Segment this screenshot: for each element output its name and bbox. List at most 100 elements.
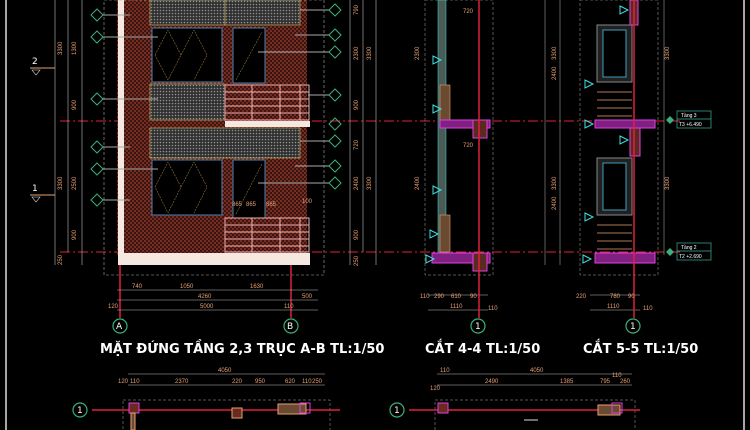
dim-label: 260 bbox=[620, 379, 631, 385]
diamond-marker-icon bbox=[258, 176, 342, 190]
dim-label: Tầng 2 bbox=[681, 245, 697, 251]
dim-label: 3300 bbox=[552, 176, 558, 190]
axis-bubble-b: B bbox=[283, 318, 299, 334]
dim-label: 2500 bbox=[72, 176, 78, 190]
diamond-marker-icon bbox=[90, 92, 158, 106]
dim-label: 1050 bbox=[180, 284, 194, 290]
section-mark-icon bbox=[432, 104, 443, 114]
dim-label: 2 bbox=[32, 57, 38, 67]
dim-label: 290 bbox=[434, 294, 445, 300]
dim-label: 3300 bbox=[367, 176, 373, 190]
dim-label: 220 bbox=[232, 379, 243, 385]
dim-label: 1 bbox=[394, 406, 400, 416]
dim-label: 1 bbox=[475, 322, 481, 332]
dim-label: 90 bbox=[470, 294, 477, 300]
section-mark-icon bbox=[432, 185, 443, 195]
dim-label: 1 bbox=[32, 184, 38, 194]
dim-label: 2400 bbox=[354, 176, 360, 190]
dim-label: 110 bbox=[130, 379, 140, 385]
diamond-marker-icon bbox=[90, 8, 130, 22]
diamond-marker-icon bbox=[328, 117, 342, 131]
dim-label: 3300 bbox=[58, 41, 64, 55]
material-marker-icons bbox=[90, 3, 342, 207]
dim-label: 2400 bbox=[552, 66, 558, 80]
axis-bubble-1: 1 bbox=[625, 318, 641, 334]
section-mark-icon bbox=[429, 229, 440, 239]
diamond-marker-icon bbox=[300, 134, 342, 148]
axis-bubble-1: 1 bbox=[72, 402, 88, 418]
dim-label: 5000 bbox=[200, 304, 214, 310]
elevation-drawing bbox=[103, 0, 325, 318]
section-mark-icon bbox=[584, 212, 595, 222]
axis-bubble-a: A bbox=[112, 318, 128, 334]
dim-label: 120 bbox=[118, 379, 129, 385]
dim-label: A bbox=[116, 322, 123, 332]
elevation-title: MẶT ĐỨNG TẦNG 2,3 TRỤC A-B TL:1/50 bbox=[100, 339, 384, 357]
level-marker-2: 2 bbox=[30, 57, 55, 76]
dim-label: 1110 bbox=[607, 304, 620, 310]
dim-label: 110 bbox=[612, 373, 622, 379]
level-diamond-icon bbox=[666, 248, 674, 256]
section-mark-icon bbox=[584, 119, 595, 129]
dim-label: B bbox=[287, 322, 293, 332]
dim-label: 780 bbox=[610, 294, 621, 300]
dim-label: 900 bbox=[72, 99, 78, 110]
dim-label: 110 bbox=[440, 368, 450, 374]
dim-label: 610 bbox=[451, 294, 462, 300]
dim-label: 3300 bbox=[665, 176, 671, 190]
diamond-marker-icon bbox=[90, 162, 158, 176]
dim-label: 2490 bbox=[485, 379, 499, 385]
dim-label: 3300 bbox=[58, 176, 64, 190]
dim-label: 220 bbox=[576, 294, 587, 300]
diamond-marker-icon bbox=[90, 30, 158, 44]
dim-label: 865 bbox=[246, 202, 257, 208]
dim-label: 1630 bbox=[250, 284, 264, 290]
dim-label: 2400 bbox=[552, 196, 558, 210]
dim-label: 500 bbox=[302, 294, 313, 300]
dim-label: 720 bbox=[354, 139, 360, 150]
dim-label: 250 bbox=[354, 255, 360, 266]
dim-label: 110 bbox=[302, 379, 312, 385]
dim-label: 4260 bbox=[198, 294, 212, 300]
dim-label: 1 bbox=[630, 322, 636, 332]
dim-label: 740 bbox=[132, 284, 143, 290]
axis-bubble-1: 1 bbox=[389, 402, 405, 418]
dim-label: 110 bbox=[284, 304, 294, 310]
dim-label: 720 bbox=[463, 143, 474, 149]
dim-label: T3 +6.490 bbox=[679, 122, 702, 128]
diamond-marker-icon bbox=[308, 88, 342, 102]
level-tag-floor-2: Tầng 2 T2 +2.690 bbox=[666, 242, 712, 261]
balcony-railing bbox=[224, 84, 310, 253]
dim-label: 110 bbox=[643, 306, 653, 312]
level-tag-floor-3: Tầng 3 T3 +6.490 bbox=[666, 110, 712, 129]
level-marker-1: 1 bbox=[30, 184, 55, 203]
dim-label: 250 bbox=[312, 379, 323, 385]
level-diamond-icon bbox=[666, 116, 674, 124]
dim-label: 4050 bbox=[218, 368, 232, 374]
dim-label: 900 bbox=[354, 99, 360, 110]
dim-label: 2400 bbox=[415, 176, 421, 190]
dim-label: 120 bbox=[430, 386, 441, 392]
dim-label: 2300 bbox=[354, 46, 360, 60]
section-4-4-drawing: 720 720 110 290 610 90 1110 110 bbox=[420, 0, 498, 318]
dim-label: 620 bbox=[285, 379, 296, 385]
dimension-lines bbox=[54, 0, 640, 386]
section-mark-icon bbox=[432, 55, 443, 65]
diamond-marker-icon bbox=[295, 28, 342, 42]
dim-label: 120 bbox=[108, 304, 119, 310]
dim-label: 3300 bbox=[367, 46, 373, 60]
dim-label: 4050 bbox=[530, 368, 544, 374]
section-5-5-title: CẮT 5-5 TL:1/50 bbox=[583, 340, 698, 357]
section-mark-icon bbox=[619, 135, 630, 145]
plan-left-drawing: 4050 120 110 2370 220 950 620 110 250 bbox=[92, 368, 340, 430]
section-5-5-drawing: 3300 2400 3300 2400 3300 3300 220 780 90… bbox=[544, 0, 671, 318]
dim-label: 1 bbox=[77, 406, 83, 416]
dim-label: 1300 bbox=[72, 41, 78, 55]
dim-label: 90 bbox=[628, 294, 635, 300]
diamond-marker-icon bbox=[90, 193, 130, 207]
dim-label: 1385 bbox=[560, 379, 574, 385]
section-4-4-title: CẮT 4-4 TL:1/50 bbox=[425, 340, 540, 357]
dim-label: 865 bbox=[232, 202, 243, 208]
dim-label: 720 bbox=[463, 9, 474, 15]
